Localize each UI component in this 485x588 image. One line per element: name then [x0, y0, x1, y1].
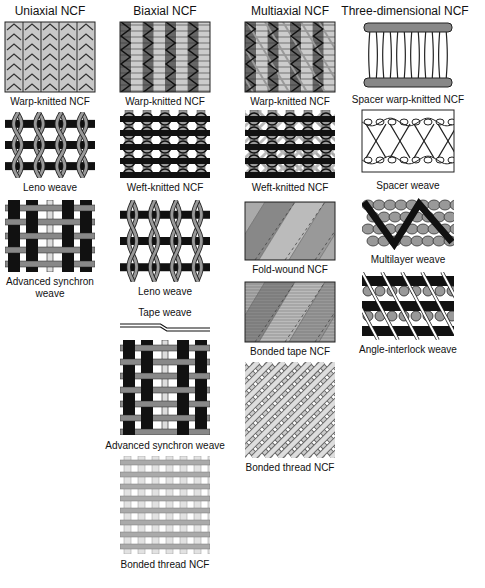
pattern-caption: Bonded tape NCF [230, 346, 350, 358]
multilayer-weave-swatch [362, 200, 467, 246]
pattern-caption: Warp-knitted NCF [105, 96, 225, 108]
pattern-caption: Leno weave [105, 286, 225, 298]
fold-wound-swatch [199, 202, 385, 260]
swatch-border [5, 22, 95, 92]
pattern-caption: Tape weave [105, 307, 225, 319]
pattern-caption: Leno weave [0, 182, 100, 194]
column-heading: Biaxial NCF [110, 4, 220, 18]
biaxial-weft-knitted-swatch [120, 110, 210, 181]
pattern-caption: Advanced synchron weave [100, 440, 230, 452]
pattern-caption: Angle-interlock weave [348, 344, 468, 356]
pattern-caption: Weft-knitted NCF [230, 182, 350, 194]
pattern-caption: Bonded thread NCF [230, 462, 350, 474]
swatch-border [245, 202, 335, 260]
multiaxial-weft-knitted-swatch [177, 110, 469, 181]
swatch-border [120, 22, 210, 92]
pattern-caption: Warp-knitted NCF [0, 96, 100, 108]
pattern-caption: Advanced synchron weave [2, 276, 98, 300]
pattern-caption: Spacer weave [348, 180, 468, 192]
spacer-warp-knitted-swatch [364, 23, 452, 87]
biaxial-leno-swatch [120, 200, 210, 282]
swatch-border [362, 110, 454, 172]
angle-interlock-swatch [322, 272, 485, 340]
uniaxial-leno-swatch [5, 112, 95, 178]
swatch-border [245, 22, 335, 92]
column-heading: Uniaxial NCF [0, 4, 100, 18]
uniaxial-synchron-swatch [5, 200, 95, 272]
pattern-caption: Spacer warp-knitted NCF [346, 94, 471, 106]
bonded-tape-swatch [199, 282, 385, 342]
tape-weave-section [120, 324, 210, 331]
pattern-caption: Bonded thread NCF [105, 559, 225, 571]
uniaxial-warp-knitted-swatch [5, 22, 95, 92]
pattern-caption: Fold-wound NCF [230, 264, 350, 276]
spacer-weave-swatch [362, 110, 458, 172]
biaxial-warp-knitted-swatch [120, 22, 210, 92]
swatch-border [245, 282, 335, 342]
pattern-caption: Warp-knitted NCF [230, 96, 350, 108]
pattern-caption: Multilayer weave [348, 254, 468, 266]
pattern-caption: Weft-knitted NCF [105, 182, 225, 194]
column-heading: Multiaxial NCF [235, 4, 345, 18]
biaxial-bonded-thread-swatch [120, 456, 215, 554]
biaxial-synchron-swatch [120, 340, 210, 436]
column-heading: Three-dimensional NCF [335, 4, 475, 18]
